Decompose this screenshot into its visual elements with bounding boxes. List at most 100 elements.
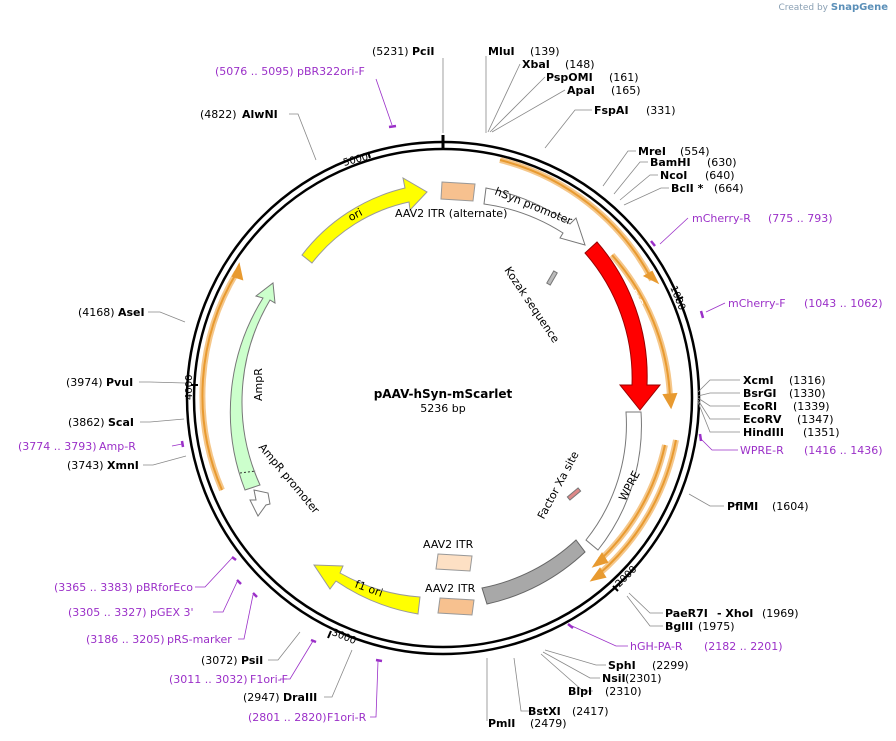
- site-pos: (4168): [78, 306, 115, 319]
- site-pos: (148): [565, 58, 595, 71]
- site-pos: (2299): [652, 659, 689, 672]
- feature-hgh-polya[interactable]: [481, 539, 586, 605]
- orf-arrows: [199, 157, 679, 582]
- plasmid-length: 5236 bp: [420, 402, 465, 415]
- feature-factor-xa[interactable]: [566, 487, 582, 501]
- credit-prefix: Created by: [778, 3, 828, 13]
- site-pos: (5231): [372, 45, 409, 58]
- primer-f1ori-r: F1ori-R: [327, 711, 367, 724]
- site-pos: (640): [705, 169, 735, 182]
- primer-hgh-pa-r: hGH-PA-R: [630, 640, 683, 653]
- site-bstxi: BstXI: [528, 705, 561, 718]
- site-xbai: XbaI: [522, 58, 550, 71]
- site-nsii: NsiI: [602, 672, 626, 685]
- site-pos: (554): [680, 145, 710, 158]
- leader-lines-left: [139, 113, 353, 698]
- site-pos: (1347): [797, 413, 834, 426]
- primer-pbrforeco: pBRforEco: [136, 581, 193, 594]
- primer-mcherry-r: mCherry-R: [692, 212, 751, 225]
- site-pos: (1975): [698, 620, 735, 633]
- ruler-4000: 4000: [184, 375, 195, 400]
- primer-pbr322ori-f: pBR322ori-F: [297, 65, 365, 78]
- primer-range: (1043 .. 1062): [804, 297, 883, 310]
- site-pos: (331): [646, 104, 676, 117]
- site-pos: (664): [714, 182, 744, 195]
- site-sphi: SphI: [608, 659, 636, 672]
- feature-itr-1-label: AAV2 ITR: [423, 538, 474, 551]
- snapgene-credit: Created by SnapGene: [778, 2, 888, 13]
- feature-itr-alternate-label: AAV2 ITR (alternate): [395, 207, 507, 220]
- feature-ampr[interactable]: [229, 282, 276, 491]
- site-pos: (1604): [772, 500, 809, 513]
- site-pos: (1969): [762, 607, 799, 620]
- primer-pgex3: pGEX 3': [150, 606, 194, 619]
- site-draiii: DraIII: [283, 691, 317, 704]
- feature-f1-ori[interactable]: [313, 564, 421, 615]
- site-xhoi: - XhoI: [717, 607, 753, 620]
- site-ncoi: NcoI: [660, 169, 687, 182]
- primer-prs-marker: pRS-marker: [167, 633, 232, 646]
- feature-hsyn-promoter[interactable]: [483, 187, 586, 246]
- primer-range: (775 .. 793): [768, 212, 833, 225]
- site-ecori: EcoRI: [743, 400, 777, 413]
- site-pvui: PvuI: [106, 376, 133, 389]
- feature-kozak[interactable]: [546, 270, 558, 286]
- primer-range: (5076 .. 5095): [215, 65, 294, 78]
- site-bamhi: BamHI: [650, 156, 691, 169]
- feature-ori[interactable]: [301, 177, 428, 264]
- primer-leaders: [171, 78, 738, 718]
- site-paer7i: PaeR7I: [665, 607, 708, 620]
- site-pos: (2947): [243, 691, 280, 704]
- feature-fxa-label: Factor Xa site: [535, 449, 582, 521]
- site-scai: ScaI: [108, 416, 134, 429]
- site-pos: (161): [609, 71, 639, 84]
- primer-range: (3186 .. 3205): [86, 633, 165, 646]
- site-pos: (2479): [530, 717, 567, 730]
- site-pos: (2310): [605, 685, 642, 698]
- feature-wpre[interactable]: [585, 411, 642, 551]
- primer-range: (2801 .. 2820): [248, 711, 327, 724]
- primer-f1ori-f: F1ori-F: [250, 673, 288, 686]
- feature-ampr-label: AmpR: [252, 368, 265, 401]
- site-mrei: MreI: [638, 145, 666, 158]
- site-pos: (1351): [803, 426, 840, 439]
- site-pos: (3974): [66, 376, 103, 389]
- site-bglii: BglII: [665, 620, 693, 633]
- site-hindiii: HindIII: [743, 426, 784, 439]
- site-pos: (4822): [200, 108, 237, 121]
- feature-ampr-promoter[interactable]: [249, 489, 271, 517]
- primer-range: (2182 .. 2201): [704, 640, 783, 653]
- site-pos: (3862): [68, 416, 105, 429]
- feature-itr-2[interactable]: [437, 597, 475, 616]
- snapgene-logo: SnapGene: [830, 2, 888, 13]
- primer-range: (3774 .. 3793): [18, 440, 97, 453]
- site-pos: (1339): [793, 400, 830, 413]
- feature-mscarlet[interactable]: [584, 241, 662, 411]
- primer-range: (3305 .. 3327): [68, 606, 147, 619]
- site-pos: (2417): [572, 705, 609, 718]
- feature-itr-1[interactable]: [435, 553, 473, 572]
- primer-wpre-r: WPRE-R: [740, 444, 784, 457]
- primer-amp-r: Amp-R: [99, 440, 136, 453]
- site-pspomi: PspOMI: [546, 71, 593, 84]
- site-pos: (1330): [789, 387, 826, 400]
- sites-left: (4822) AlwNI (4168) AseI (3974) PvuI (38…: [66, 108, 317, 704]
- site-pos: (630): [707, 156, 737, 169]
- site-pos: (3743): [67, 459, 104, 472]
- site-blpi: BlpI: [568, 685, 592, 698]
- site-asei: AseI: [118, 306, 145, 319]
- site-pos: (3072): [201, 654, 238, 667]
- site-pcii: PciI: [412, 45, 434, 58]
- feature-itr-alternate[interactable]: [440, 181, 476, 202]
- feature-ori-label: ori: [346, 206, 365, 224]
- primer-range: (3365 .. 3383): [54, 581, 133, 594]
- primer-markers: [180, 124, 705, 663]
- primer-mcherry-f: mCherry-F: [728, 297, 786, 310]
- sites-right: (5231) PciI MluI (139) XbaI (148) PspOMI…: [372, 45, 840, 730]
- primer-labels: (5076 .. 5095) pBR322ori-F mCherry-R (77…: [18, 65, 883, 724]
- site-pmli: PmlI: [488, 717, 515, 730]
- site-bsrgi: BsrGI: [743, 387, 776, 400]
- site-psii: PsiI: [241, 654, 263, 667]
- site-xcmi: XcmI: [743, 374, 774, 387]
